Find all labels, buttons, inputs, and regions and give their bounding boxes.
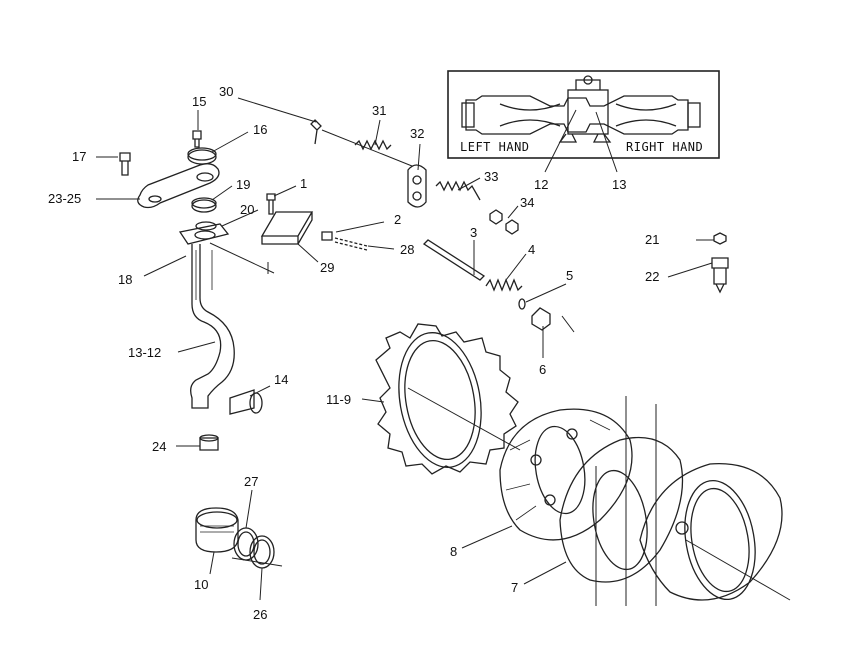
disc-group	[375, 323, 783, 606]
rear-disc	[639, 462, 783, 601]
callout-2: 2	[394, 212, 401, 227]
callout-23-25: 23-25	[48, 191, 81, 206]
nut-21	[713, 232, 727, 245]
callout-16: 16	[253, 122, 267, 137]
top-stud	[583, 75, 593, 85]
spring-31	[354, 139, 392, 151]
nut-34a	[489, 209, 503, 225]
callout-28: 28	[400, 242, 414, 257]
rod-3	[422, 239, 486, 281]
callout-14: 14	[274, 372, 288, 387]
inset-left-label: LEFT HAND	[460, 140, 530, 154]
callout-32: 32	[410, 126, 424, 141]
callout-13-12: 13-12	[128, 345, 161, 360]
bolt-15	[192, 130, 202, 148]
spring-33	[435, 180, 481, 201]
callout-18: 18	[118, 272, 132, 287]
mount-feet	[558, 133, 612, 143]
leader-lines	[96, 97, 791, 601]
callout-20: 20	[240, 202, 254, 217]
washer-5	[518, 298, 526, 310]
steering-arm-group	[119, 130, 275, 451]
screw-30	[310, 119, 322, 145]
callout-33: 33	[484, 169, 498, 184]
nut-16	[187, 149, 217, 165]
axle-inset	[447, 70, 720, 173]
adjuster-22	[711, 257, 729, 294]
top-cap	[575, 79, 601, 90]
link-32	[407, 164, 427, 208]
callout-5: 5	[566, 268, 573, 283]
washer-19	[191, 199, 217, 213]
callout-22: 22	[645, 269, 659, 284]
right-hub	[687, 102, 701, 128]
callout-24: 24	[152, 439, 166, 454]
callout-11-9: 11-9	[326, 392, 351, 407]
callout-6: 6	[539, 362, 546, 377]
labels: LEFT HAND RIGHT HAND 12 13 15 16 17 30 3…	[48, 84, 703, 622]
leader-13	[595, 111, 618, 173]
callout-12: 12	[534, 177, 548, 192]
callout-19: 19	[236, 177, 250, 192]
bracket-29	[260, 211, 314, 245]
friction-disc-8	[499, 408, 633, 541]
left-hub	[461, 102, 475, 128]
callout-30: 30	[219, 84, 233, 99]
inset-frame	[447, 70, 720, 159]
callout-1: 1	[300, 176, 307, 191]
callout-21: 21	[645, 232, 659, 247]
callout-34: 34	[520, 195, 534, 210]
axle-contours	[499, 103, 677, 127]
bolt-17	[119, 152, 131, 176]
nut-34b	[505, 219, 519, 235]
rod-28	[334, 237, 368, 251]
bushing-group	[195, 507, 275, 569]
spring-4	[485, 278, 523, 292]
callout-15: 15	[192, 94, 206, 109]
bolt-1	[266, 193, 276, 215]
callout-17: 17	[72, 149, 86, 164]
steering-knuckle	[190, 244, 235, 409]
steering-arm	[137, 163, 220, 209]
callout-10: 10	[194, 577, 208, 592]
callout-29: 29	[320, 260, 334, 275]
washer-20	[195, 221, 217, 231]
fitting-2	[321, 231, 333, 241]
leader-12	[544, 109, 577, 173]
callout-8: 8	[450, 544, 457, 559]
pressure-disc-7	[559, 436, 684, 583]
brake-disc-11-9	[375, 323, 519, 475]
callout-7: 7	[511, 580, 518, 595]
callout-3: 3	[470, 225, 477, 240]
center-housing	[567, 89, 609, 135]
knuckle-flange-18	[178, 223, 230, 245]
bolt-14	[229, 389, 255, 415]
callout-31: 31	[372, 103, 386, 118]
callout-13: 13	[612, 177, 626, 192]
nut-6	[531, 307, 551, 331]
bracket-spring-group	[260, 119, 729, 331]
inset-right-label: RIGHT HAND	[626, 140, 703, 154]
axle-housing	[465, 95, 689, 135]
callout-26: 26	[253, 607, 267, 622]
callout-4: 4	[528, 242, 535, 257]
callout-27: 27	[244, 474, 258, 489]
